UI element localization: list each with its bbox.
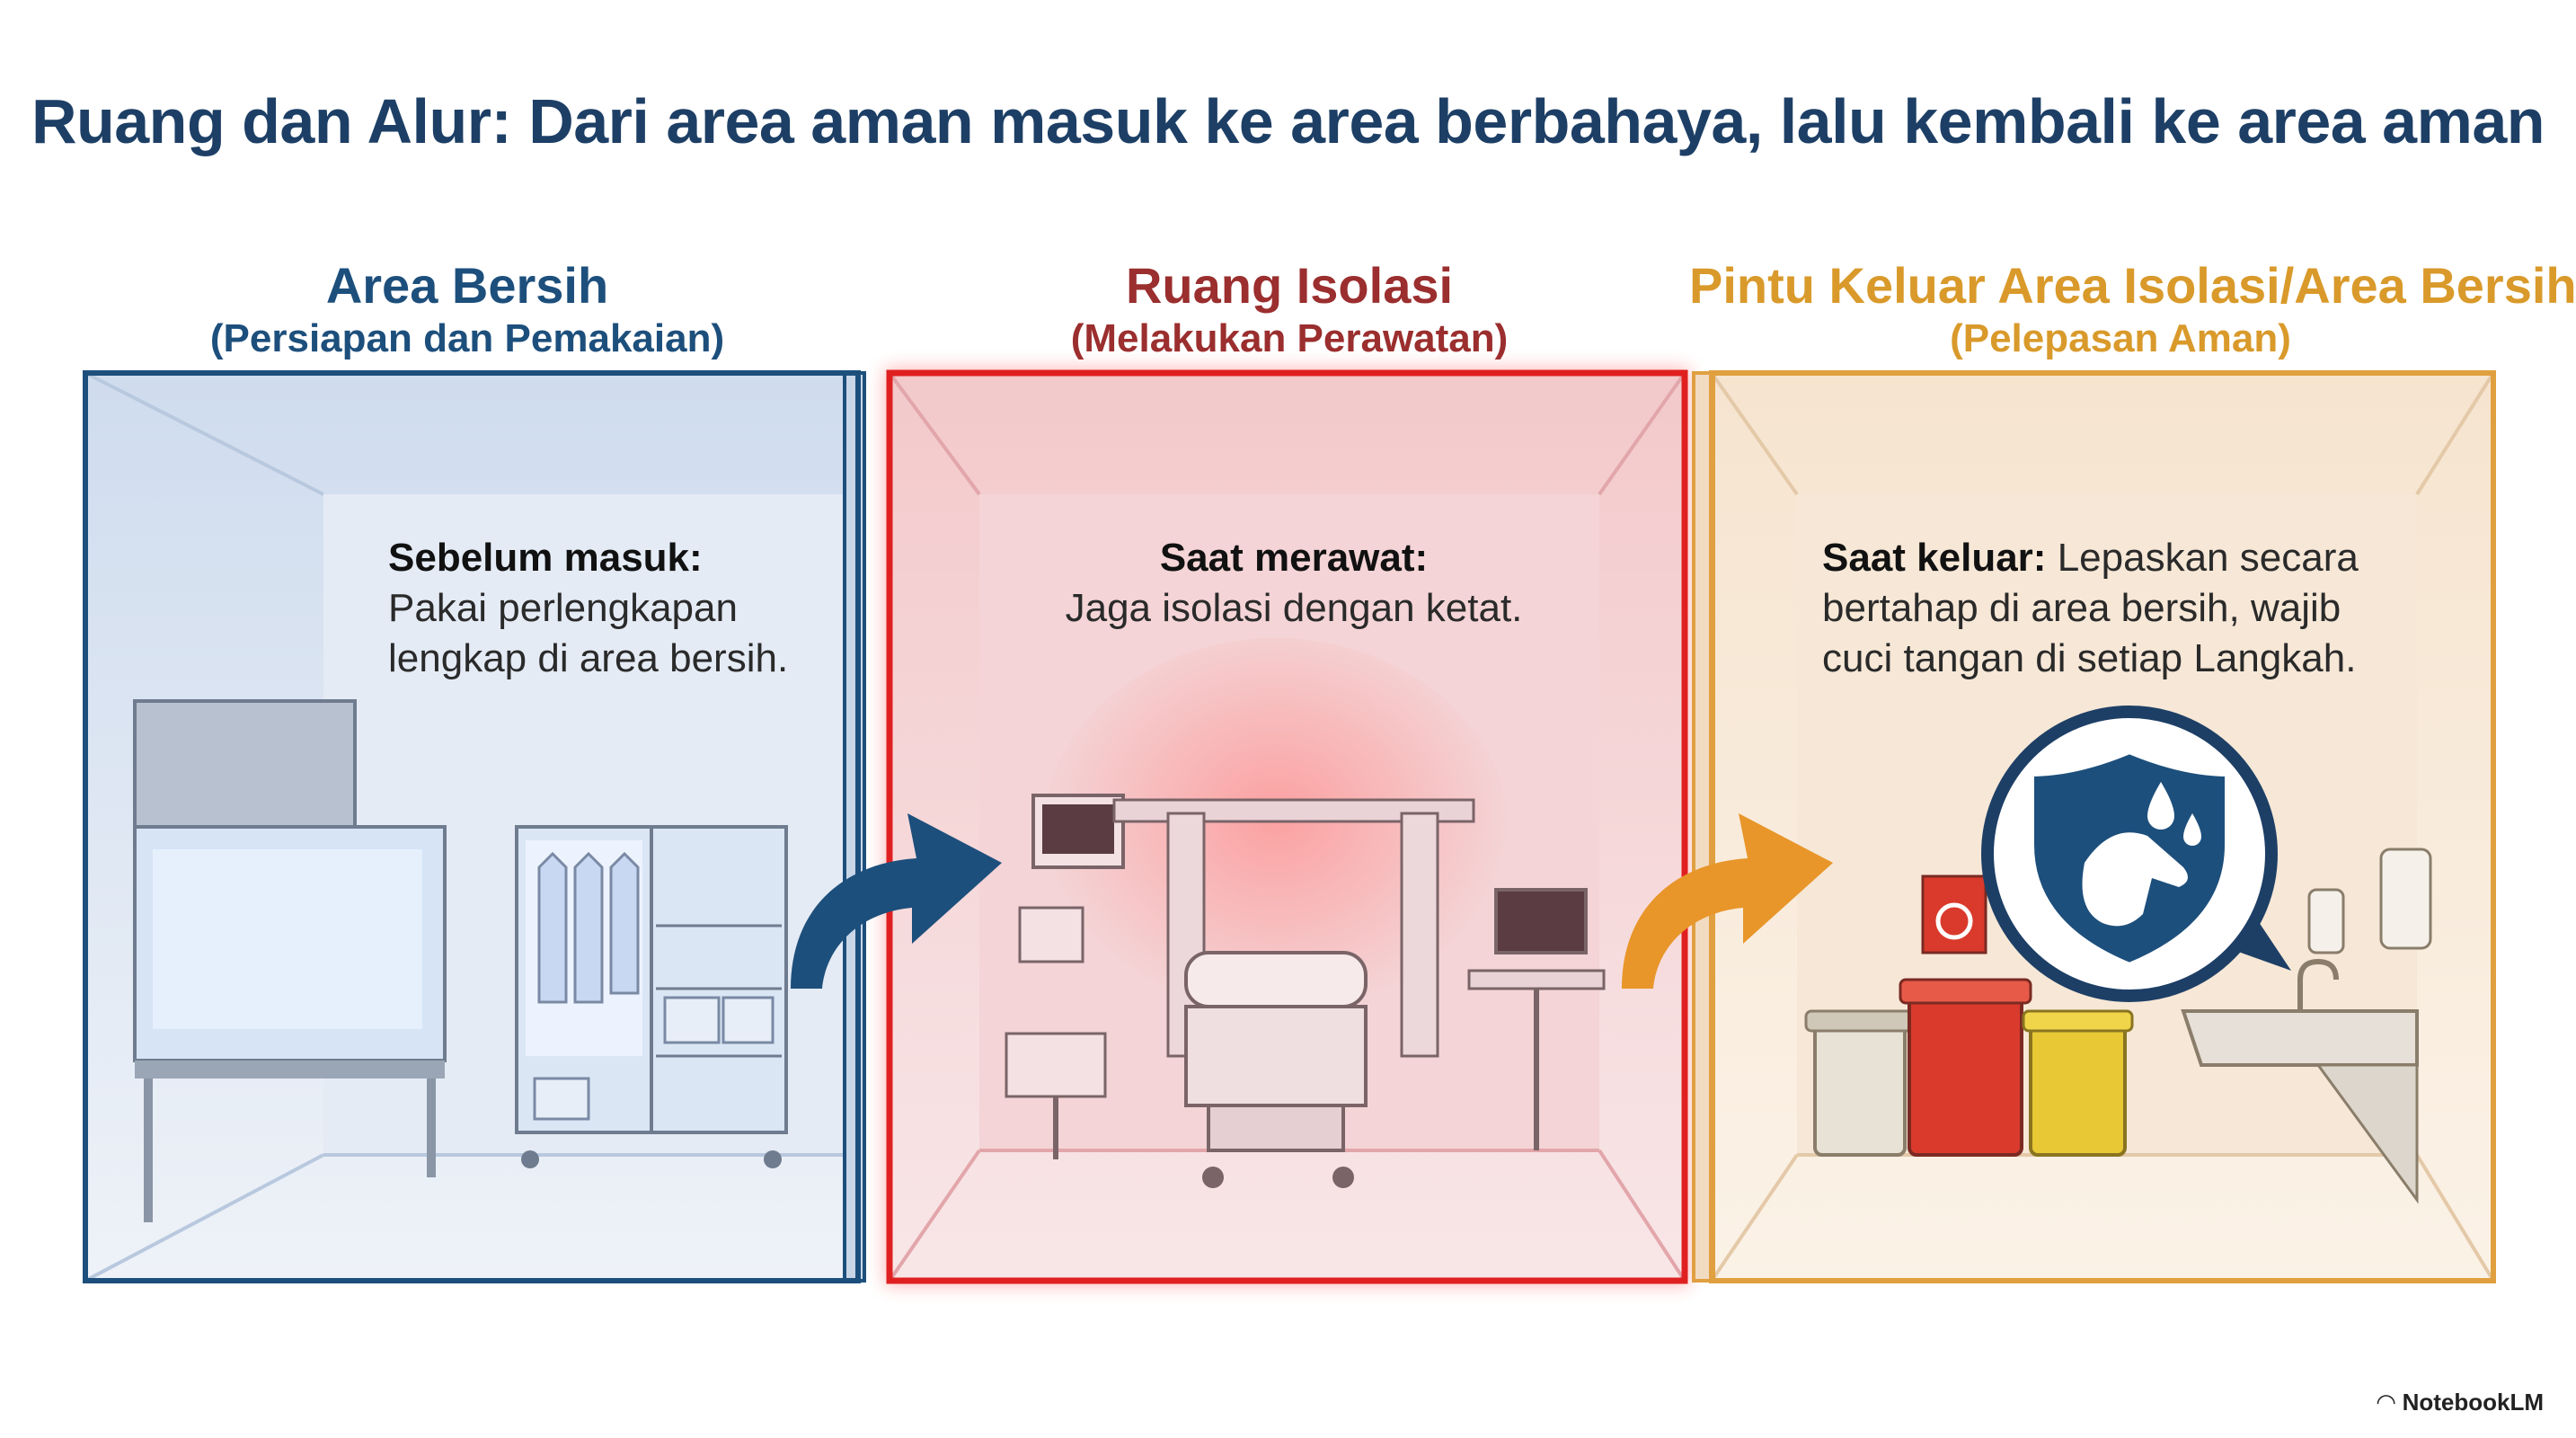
zone-text-line: cuci tangan di setiap Langkah.: [1822, 636, 2357, 680]
zone-text-line: Jaga isolasi dengan ketat.: [1065, 586, 1523, 630]
brand-logo: ◠ NotebookLM: [2377, 1389, 2544, 1416]
zone-text-line: lengkap di area bersih.: [388, 636, 789, 680]
brand-name: NotebookLM: [2402, 1389, 2544, 1416]
zone-text-ruang-isolasi: Saat merawat: Jaga isolasi dengan ketat.: [1006, 533, 1581, 634]
zone-subtitle-ruang-isolasi: (Melakukan Perawatan): [1070, 316, 1509, 360]
zone-title-ruang-isolasi: Ruang Isolasi: [1125, 257, 1454, 314]
page-title: Ruang dan Alur: Dari area aman masuk ke …: [31, 86, 2545, 156]
zone-label-ruang-isolasi: Saat merawat:: [1159, 536, 1429, 580]
zone-box-area-bersih: [83, 370, 866, 1283]
shield-handwash-icon: [1981, 706, 2291, 1002]
notebooklm-icon: ◠: [2377, 1389, 2395, 1416]
zone-text-first: Lepaskan secara: [2057, 536, 2359, 580]
zone-subtitle-pintu-keluar: (Pelepasan Aman): [1950, 316, 2291, 360]
zone-text-area-bersih: Sebelum masuk: Pakai perlengkapan lengka…: [388, 533, 855, 684]
biohazard-icon: [1921, 874, 1987, 954]
zone-text-line: bertahap di area bersih, wajib: [1822, 586, 2341, 630]
zone-text-line: Pakai perlengkapan: [388, 586, 738, 630]
zone-label-area-bersih: Sebelum masuk:: [388, 536, 703, 580]
arrow-icon-to-exit: [1622, 813, 1833, 989]
zone-title-area-bersih: Area Bersih: [325, 257, 609, 314]
zone-title-pintu-keluar: Pintu Keluar Area Isolasi/Area Bersih: [1689, 257, 2576, 314]
zone-box-ruang-isolasi: [885, 368, 1689, 1285]
zone-label-pintu-keluar: Saat keluar:: [1822, 536, 2047, 580]
arrow-icon-to-isolation: [791, 813, 1002, 989]
zone-subtitle-area-bersih: (Persiapan dan Pemakaian): [209, 316, 725, 360]
zone-text-pintu-keluar: Saat keluar: Lepaskan secara bertahap di…: [1822, 533, 2469, 684]
